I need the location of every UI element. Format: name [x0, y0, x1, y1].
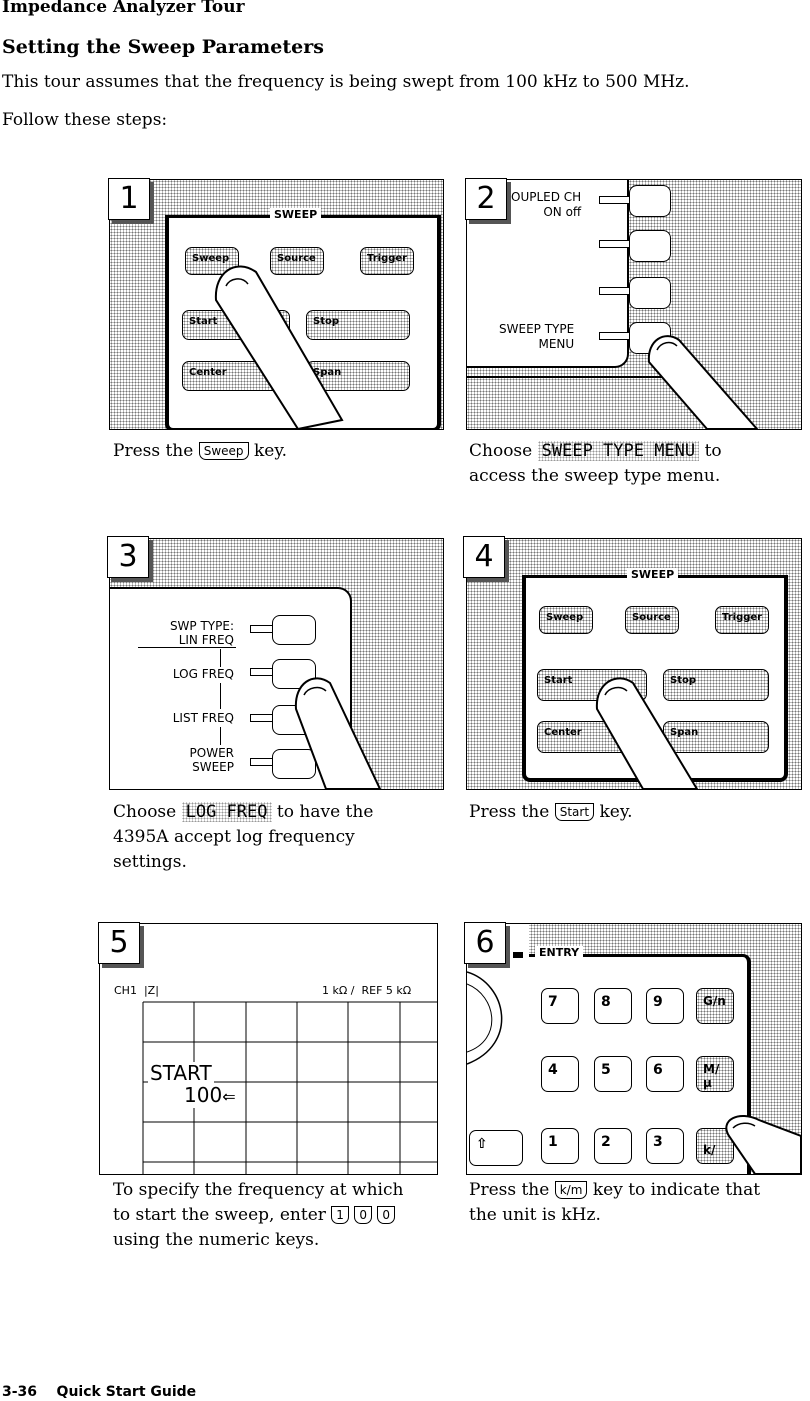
finger-icon	[725, 1115, 801, 1174]
span-key[interactable]: Span	[306, 361, 410, 391]
step4-number: 4	[463, 536, 505, 578]
page-title: Setting the Sweep Parameters	[2, 36, 324, 58]
swp-type-title: SWP TYPE: LIN FREQ	[169, 619, 234, 647]
log-freq-option: LOG FREQ	[172, 667, 234, 681]
shift-key[interactable]: ⇧	[469, 1130, 523, 1166]
softkey-4[interactable]	[272, 749, 316, 779]
step6-number: 6	[464, 922, 506, 964]
key-8[interactable]: 8	[594, 988, 632, 1024]
log-freq-softkey: LOG FREQ	[181, 802, 272, 822]
step1-number: 1	[108, 178, 150, 220]
finger-icon	[595, 677, 699, 789]
scale-ref-label: 1 kΩ / REF 5 kΩ	[322, 984, 412, 997]
softkey-1[interactable]	[272, 615, 316, 645]
power-sweep-option: POWER SWEEP	[189, 746, 234, 774]
step4-figure: SWEEP Sweep Source Trigger Start Stop Ce…	[466, 538, 802, 790]
step6-caption: Press the k/m key to indicate that the u…	[469, 1180, 761, 1225]
key-6[interactable]: 6	[646, 1056, 684, 1092]
step2-caption: Choose SWEEP TYPE MENU to access the swe…	[469, 441, 722, 486]
key-5[interactable]: 5	[594, 1056, 632, 1092]
source-key[interactable]: Source	[270, 247, 324, 275]
entry-group-label: ENTRY	[535, 946, 584, 959]
list-freq-option: LIST FREQ	[172, 711, 234, 725]
shift-icon: ⇧	[476, 1136, 488, 1152]
step5-caption: To specify the frequency at which to sta…	[113, 1180, 404, 1250]
follow-text: Follow these steps:	[2, 110, 168, 130]
key-2[interactable]: 2	[594, 1128, 632, 1164]
stop-key[interactable]: Stop	[663, 669, 769, 701]
section-title: Impedance Analyzer Tour	[2, 0, 245, 17]
finger-icon	[294, 677, 382, 789]
finger-icon	[214, 265, 344, 429]
step2-number: 2	[465, 178, 507, 220]
numeric-keycap-0b: 0	[377, 1206, 396, 1224]
key-m-u[interactable]: M/μ	[696, 1056, 734, 1092]
key-4[interactable]: 4	[541, 1056, 579, 1092]
key-g-n[interactable]: G/n	[696, 988, 734, 1024]
page-number: 3-36	[2, 1384, 38, 1400]
display-grid	[142, 1001, 437, 1174]
step3-caption: Choose LOG FREQ to have the 4395A accept…	[113, 802, 374, 872]
page-footer: 3-36 Quick Start Guide	[2, 1384, 196, 1400]
sweep-group-label: SWEEP	[270, 208, 322, 221]
finger-icon	[647, 335, 759, 429]
rotary-knob-icon	[467, 971, 503, 1065]
k-m-keycap: k/m	[554, 1181, 588, 1199]
step4-caption: Press the Start key.	[469, 802, 633, 822]
trigger-key[interactable]: Trigger	[715, 606, 769, 634]
guide-name: Quick Start Guide	[56, 1384, 197, 1400]
step1-figure: SWEEP Sweep Source Trigger Start Stop Ce…	[109, 179, 444, 430]
sweep-type-menu-label: SWEEP TYPE MENU	[499, 322, 575, 351]
trigger-key[interactable]: Trigger	[360, 247, 414, 275]
sweep-type-menu-softkey: SWEEP TYPE MENU	[537, 441, 700, 461]
cursor-icon: ⇐	[222, 1087, 236, 1106]
step3-number: 3	[107, 536, 149, 578]
key-3[interactable]: 3	[646, 1128, 684, 1164]
intro-text: This tour assumes that the frequency is …	[2, 72, 690, 92]
softkey-2[interactable]	[629, 230, 671, 262]
span-key[interactable]: Span	[663, 721, 769, 753]
step3-figure: SWP TYPE: LIN FREQ LOG FREQ LIST FREQ PO…	[109, 538, 444, 790]
softkey-3[interactable]	[629, 277, 671, 309]
start-value: 100⇐	[182, 1083, 238, 1108]
coupled-ch-label: OUPLED CH ON off	[511, 190, 582, 219]
softkey-1[interactable]	[629, 185, 671, 217]
step5-figure: CH1 |Z| 1 kΩ / REF 5 kΩ START 100⇐	[99, 923, 438, 1175]
numeric-keycap-1: 1	[331, 1206, 349, 1224]
step6-figure: ENTRY 7 8 9 G/n 4 5 6 M/μ ⇧ 1 2 3 k/	[466, 923, 802, 1175]
step2-figure: OUPLED CH ON off SWEEP TYPE MENU	[466, 179, 802, 430]
step1-caption: Press the Sweep key.	[113, 441, 288, 461]
start-label: START	[148, 1061, 214, 1085]
sweep-key[interactable]: Sweep	[539, 606, 593, 634]
source-key[interactable]: Source	[625, 606, 679, 634]
sweep-keycap: Sweep	[198, 442, 249, 460]
key-7[interactable]: 7	[541, 988, 579, 1024]
key-9[interactable]: 9	[646, 988, 684, 1024]
sweep-group-label: SWEEP	[627, 568, 679, 581]
channel-label: CH1 |Z|	[114, 984, 159, 997]
numeric-keycap-0: 0	[354, 1206, 372, 1224]
step5-number: 5	[98, 922, 140, 964]
start-keycap: Start	[554, 803, 595, 821]
stop-key[interactable]: Stop	[306, 310, 410, 340]
key-1[interactable]: 1	[541, 1128, 579, 1164]
